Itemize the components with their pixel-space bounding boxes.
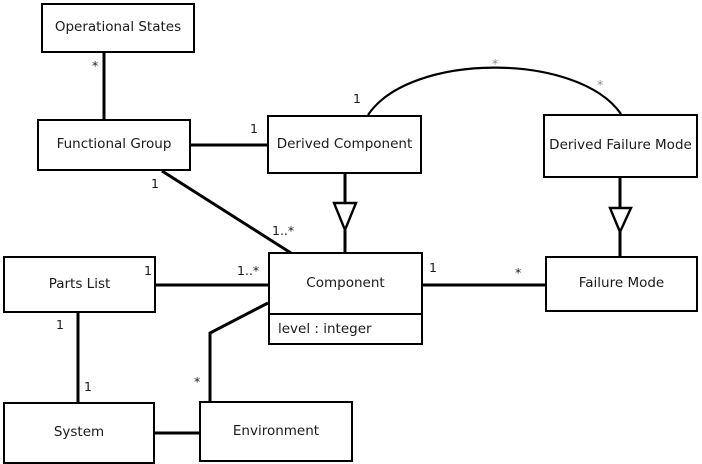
multiplicity-mult-comp-fg: 1..* bbox=[272, 223, 295, 238]
class-name-operational-states: Operational States bbox=[54, 19, 182, 36]
multiplicity-mult-dfm-curve: * bbox=[597, 77, 604, 92]
class-attribute-component-0: level : integer bbox=[270, 313, 421, 343]
multiplicity-mult-pl-sys-bottom: 1 bbox=[84, 379, 92, 394]
class-box-operational-states[interactable]: Operational States bbox=[41, 3, 195, 53]
generalization-arrowhead-derived-failure-mode--failure-mode bbox=[608, 206, 633, 235]
multiplicity-mult-op-states: * bbox=[92, 58, 99, 73]
class-name-system: System bbox=[53, 424, 105, 441]
class-box-failure-mode[interactable]: Failure Mode bbox=[545, 256, 698, 312]
class-name-component: Component bbox=[306, 274, 385, 291]
class-name-failure-mode: Failure Mode bbox=[578, 275, 665, 292]
class-box-environment[interactable]: Environment bbox=[199, 401, 353, 462]
class-name-parts-list: Parts List bbox=[48, 275, 111, 292]
multiplicity-mult-fg-dc: 1 bbox=[250, 121, 258, 136]
multiplicity-mult-comp-pl: 1..* bbox=[237, 263, 260, 278]
association-environment--component[interactable] bbox=[208, 301, 269, 401]
generalization-arrowhead-derived-component--component bbox=[332, 201, 358, 234]
association-functional-group--component[interactable] bbox=[161, 169, 292, 255]
class-box-derived-failure-mode[interactable]: Derived Failure Mode bbox=[543, 114, 698, 178]
multiplicity-mult-dc-curve: 1 bbox=[353, 91, 361, 106]
multiplicity-mult-pl-right: 1 bbox=[144, 263, 152, 278]
multiplicity-mult-fg-comp: 1 bbox=[151, 176, 159, 191]
class-box-component[interactable]: Component level : integer bbox=[268, 252, 423, 345]
generalizations bbox=[332, 174, 633, 256]
class-box-functional-group[interactable]: Functional Group bbox=[37, 119, 191, 171]
multiplicity-mult-env-comp: * bbox=[194, 374, 201, 389]
multiplicity-mult-fm-comp: * bbox=[515, 265, 522, 280]
associations bbox=[76, 53, 622, 435]
class-name-derived-failure-mode: Derived Failure Mode bbox=[549, 137, 692, 154]
association-derived-component--derived-failure-mode[interactable] bbox=[367, 66, 622, 116]
class-name-functional-group: Functional Group bbox=[56, 136, 172, 153]
class-box-derived-component[interactable]: Derived Component bbox=[267, 115, 422, 174]
multiplicity-mult-curve-apex: * bbox=[492, 56, 499, 71]
multiplicity-mult-pl-sys-top: 1 bbox=[56, 317, 64, 332]
class-box-parts-list[interactable]: Parts List bbox=[3, 256, 156, 313]
class-name-environment: Environment bbox=[232, 422, 320, 439]
class-name-derived-component: Derived Component bbox=[276, 135, 413, 152]
class-box-system[interactable]: System bbox=[3, 402, 155, 464]
multiplicity-mult-comp-fm: 1 bbox=[429, 260, 437, 275]
